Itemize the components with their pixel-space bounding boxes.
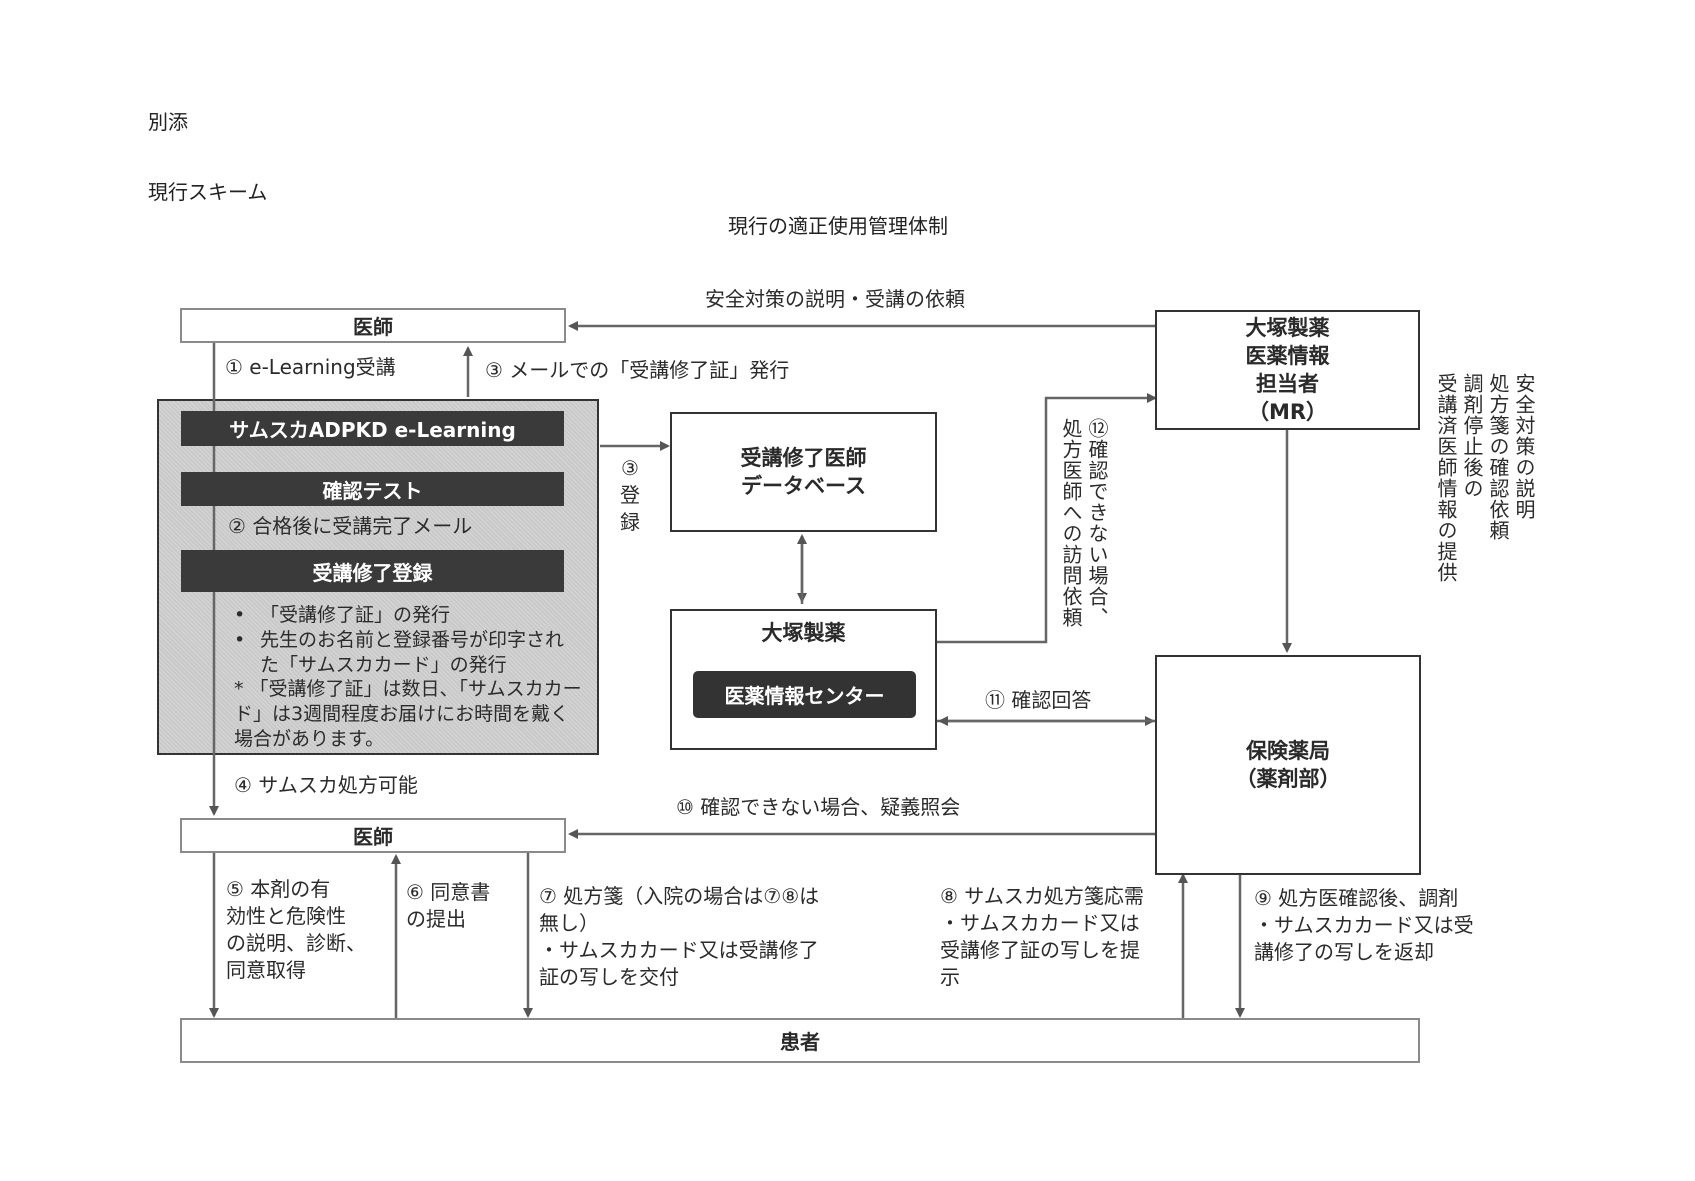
step1-label: ① e-Learning受講 (225, 355, 396, 379)
elearning-note: * 「受講修了証」は数日、「サムスカカード」は3週間程度お届けにお時間を戴く場合… (234, 678, 582, 750)
otsuka-info-center-box: 大塚製薬 医薬情報センター (670, 609, 937, 750)
confirmation-test-bar: 確認テスト (181, 472, 564, 506)
step6-label: ⑥ 同意書 の提出 (406, 880, 491, 931)
step3-mail-label: ③ メールでの「受講修了証」発行 (485, 358, 790, 382)
step3-register-label: ③ 登 録 (620, 456, 640, 534)
doctor-top-box: 医師 (180, 308, 566, 343)
step8-label: ⑧ サムスカ処方箋応需 ・サムスカカード又は 受講修了証の写しを提 示 (940, 884, 1144, 989)
step11-label: ⑪ 確認回答 (985, 688, 1092, 712)
patient-box: 患者 (180, 1018, 1420, 1063)
attachment-label: 別添 (148, 110, 188, 134)
section-label: 現行スキーム (148, 180, 268, 204)
elearning-bullets: 「受講修了証」の発行 先生のお名前と登録番号が印字された「サムスカカード」の発行 (232, 603, 582, 678)
step4-label: ④ サムスカ処方可能 (234, 773, 418, 797)
diagram-title: 現行の適正使用管理体制 (728, 214, 948, 238)
step7-label: ⑦ 処方箋（入院の場合は⑦⑧は 無し） ・サムスカカード又は受講修了 証の写しを… (539, 884, 820, 989)
certified-doctor-db-box: 受講修了医師 データベース (670, 412, 937, 532)
completion-registration-bar: 受講修了登録 (181, 550, 564, 592)
step2-label: ② 合格後に受講完了メール (228, 514, 473, 538)
otsuka-center-title: 大塚製薬 (761, 621, 846, 645)
otsuka-center-sub: 医薬情報センター (693, 671, 916, 718)
elearning-course-bar: サムスカADPKD e-Learning (181, 411, 564, 446)
bullet-item: 先生のお名前と登録番号が印字された「サムスカカード」の発行 (232, 628, 582, 678)
doctor-bottom-box: 医師 (180, 818, 566, 853)
mr-side-label: 安全対策の説明 処方箋の確認依頼 調剤停止後の 受講済医師情報の提供 (1434, 373, 1536, 583)
pharmacy-box: 保険薬局 （薬剤部） (1155, 655, 1421, 875)
step9-label: ⑨ 処方医確認後、調剤 ・サムスカカード又は受 講修了の写しを返却 (1254, 886, 1474, 964)
safety-request-label: 安全対策の説明・受講の依頼 (705, 287, 965, 311)
otsuka-mr-box: 大塚製薬 医薬情報 担当者 （MR） (1155, 310, 1420, 430)
step10-label: ⑩ 確認できない場合、疑義照会 (676, 795, 961, 819)
bullet-item: 「受講修了証」の発行 (232, 603, 582, 628)
step5-label: ⑤ 本剤の有 効性と危険性 の説明、診断、 同意取得 (226, 877, 366, 982)
step12-label: ⑫確認できない場合、処方医師への訪問依頼 (1059, 418, 1109, 628)
